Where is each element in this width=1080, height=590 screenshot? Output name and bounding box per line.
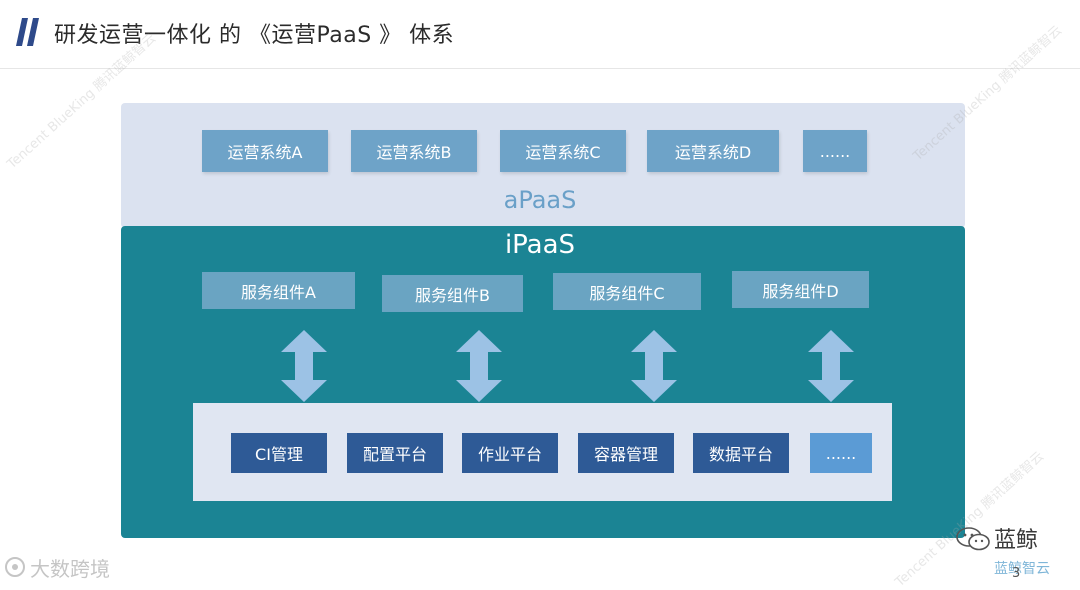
double-arrow-icon — [808, 330, 854, 402]
base-box: 配置平台 — [347, 433, 443, 473]
app-box: 运营系统D — [647, 130, 779, 172]
app-box: 运营系统C — [500, 130, 626, 172]
bluewhale-logo: 蓝鲸 蓝鲸智云 — [956, 522, 1066, 582]
page-number: 3 — [1012, 566, 1021, 581]
footer-brand: 大数跨境 — [30, 557, 110, 581]
base-box-more: ...... — [810, 433, 872, 473]
ipaas-label: iPaaS — [504, 230, 576, 260]
watermark: Tencent BlueKing 腾讯蓝鲸智云 — [910, 23, 1065, 165]
logo-subtitle: 蓝鲸智云 — [994, 561, 1050, 577]
wechat-icon — [956, 527, 990, 551]
base-box: 作业平台 — [462, 433, 558, 473]
service-box: 服务组件D — [732, 271, 869, 308]
service-box: 服务组件A — [202, 272, 355, 309]
title-divider — [0, 68, 1080, 69]
app-box: 运营系统B — [351, 130, 477, 172]
page-title: 研发运营一体化 的 《运营PaaS 》 体系 — [54, 23, 455, 48]
brand-logo-icon — [5, 557, 25, 577]
title-accent-icon — [16, 18, 39, 46]
apaas-label: aPaaS — [503, 186, 577, 214]
base-box: 数据平台 — [693, 433, 789, 473]
double-arrow-icon — [281, 330, 327, 402]
double-arrow-icon — [456, 330, 502, 402]
app-box: 运营系统A — [202, 130, 328, 172]
service-box: 服务组件C — [553, 273, 701, 310]
base-box: 容器管理 — [578, 433, 674, 473]
logo-text: 蓝鲸 — [994, 528, 1039, 553]
base-box: CI管理 — [231, 433, 327, 473]
double-arrow-icon — [631, 330, 677, 402]
service-box: 服务组件B — [382, 275, 523, 312]
app-box-more: ...... — [803, 130, 867, 172]
